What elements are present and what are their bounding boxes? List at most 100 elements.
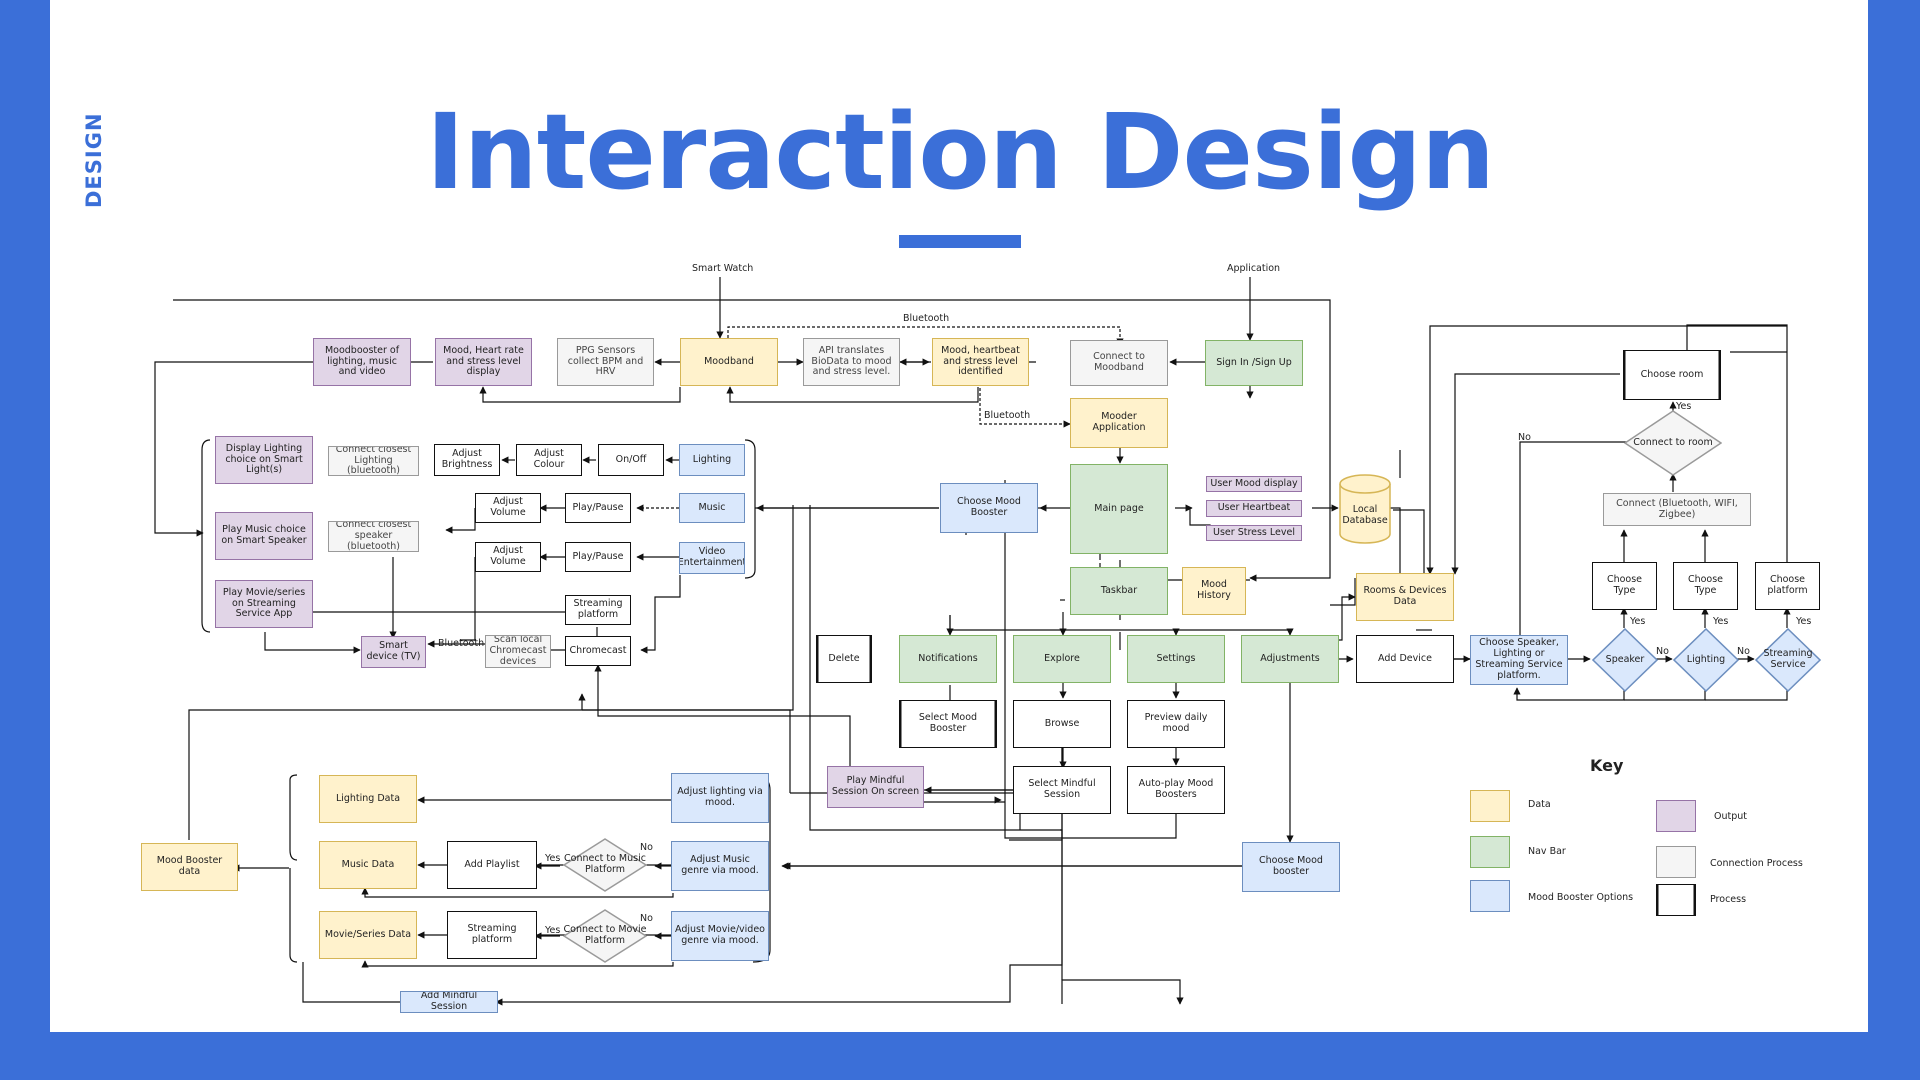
edge-label-no-movie: No [640,913,653,924]
node-adjust-colour: Adjust Colour [516,444,582,476]
node-streaming-service: Streaming Service [1763,648,1813,670]
decision-connect-music-platform [563,838,647,892]
key-label-data: Data [1528,799,1551,810]
node-sign-in: Sign In /Sign Up [1205,340,1303,386]
edge-label-bluetooth-top: Bluetooth [903,313,950,324]
node-mood-identified: Mood, heartbeat and stress level identif… [932,338,1029,386]
node-play-pause-2: Play/Pause [565,542,631,572]
key-title: Key [1590,756,1624,775]
node-speaker: Speaker [1605,653,1645,665]
node-video-entertainment: Video Entertainment [679,542,745,574]
node-play-pause-1: Play/Pause [565,493,631,523]
key-label-nav-bar: Nav Bar [1528,846,1566,857]
node-add-device: Add Device [1356,635,1454,683]
node-rooms-devices-data: Rooms & Devices Data [1356,573,1454,621]
node-autoplay-mood-boosters: Auto-play Mood Boosters [1127,766,1225,814]
node-browse: Browse [1013,700,1111,748]
node-explore: Explore [1013,635,1111,683]
node-select-mindful-session: Select Mindful Session [1013,766,1111,814]
decision-connect-movie-platform [563,909,647,963]
edge-label-yes-movie: Yes [545,925,561,936]
node-choose-speaker-etc: Choose Speaker, Lighting or Streaming Se… [1470,635,1568,685]
node-lighting: Lighting [679,444,745,476]
node-connect-lighting: Connect closest Lighting (bluetooth) [328,446,419,476]
key-label-output: Output [1714,811,1747,822]
node-lighting-decision: Lighting [1686,653,1726,665]
node-adjust-brightness: Adjust Brightness [434,444,500,476]
key-label-connection-process: Connection Process [1710,858,1803,869]
node-preview-daily-mood: Preview daily mood [1127,700,1225,748]
header-smart-watch: Smart Watch [692,263,754,274]
node-mood-display: Mood, Heart rate and stress level displa… [435,338,532,386]
node-adjust-volume-1: Adjust Volume [475,493,541,523]
node-connect-room: Connect to room [1633,436,1713,448]
node-connect-wifi: Connect (Bluetooth, WIFI, Zigbee) [1603,493,1751,526]
node-streaming-platform-2: Streaming platform [447,911,537,959]
node-music-data: Music Data [319,841,417,889]
node-connect-moodband: Connect to Moodband [1070,340,1168,386]
local-database-cylinder [1339,474,1391,544]
node-choose-platform: Choose platform [1755,562,1820,610]
edge-label-yes-room: Yes [1676,401,1692,412]
key-swatch-process [1656,884,1696,916]
node-user-heartbeat: User Heartbeat [1206,500,1302,517]
header-application: Application [1227,263,1281,274]
decision-streaming-service [1755,628,1821,692]
node-settings: Settings [1127,635,1225,683]
node-play-music: Play Music choice on Smart Speaker [215,512,313,560]
node-movie-series-data: Movie/Series Data [319,911,417,959]
node-choose-type-1: Choose Type [1592,562,1657,610]
node-moodbooster-output: Moodbooster of lighting, music and video [313,338,411,386]
node-add-mindful-session: Add Mindful Session [400,991,498,1013]
node-music: Music [679,493,745,523]
node-connect-movie-platform: Connect to Movie Platform [563,924,647,946]
edge-label-bluetooth-tv: Bluetooth [438,638,485,649]
decision-lighting [1673,628,1739,692]
node-connect-speaker: Connect closest speaker (bluetooth) [328,521,419,552]
decision-speaker [1592,628,1658,692]
edge-label-yes-type1: Yes [1630,616,1646,627]
node-taskbar: Taskbar [1070,567,1168,615]
node-main-page: Main page [1070,464,1168,554]
node-api-translates: API translates BioData to mood and stres… [803,338,900,386]
node-adjust-music-genre: Adjust Music genre via mood. [671,841,769,891]
edge-label-no-1: No [1656,646,1669,657]
key-swatch-output [1656,800,1696,832]
node-choose-mood-booster-2: Choose Mood booster [1242,842,1340,892]
node-scan-chromecast: Scan local Chromecast devices [485,635,551,668]
node-lighting-data: Lighting Data [319,775,417,823]
key-label-process: Process [1710,894,1747,905]
edge-label-no-playlist: No [640,842,653,853]
node-user-stress: User Stress Level [1206,525,1302,541]
node-smart-device-tv: Smart device (TV) [361,636,426,668]
node-connect-music-platform: Connect to Music Platform [564,853,646,875]
node-local-database: Local Database [1342,504,1388,526]
node-mood-booster-data: Mood Booster data [141,843,238,891]
node-choose-type-2: Choose Type [1673,562,1738,610]
node-moodband: Moodband [680,338,778,386]
node-user-mood-display: User Mood display [1206,476,1302,492]
decision-connect-room [1624,410,1722,476]
node-mood-history: Mood History [1182,567,1246,615]
node-choose-mood-booster: Choose Mood Booster [940,483,1038,533]
node-notifications: Notifications [899,635,997,683]
key-label-mood-booster-options: Mood Booster Options [1528,892,1634,903]
node-display-lighting: Display Lighting choice on Smart Light(s… [215,436,313,484]
edge-label-no-main: No [1518,432,1531,443]
page-title: Interaction Design [425,91,1495,213]
node-chromecast: Chromecast [565,636,631,666]
node-select-mood-booster: Select Mood Booster [899,700,997,748]
edge-label-yes-type3: Yes [1796,616,1812,627]
node-play-movie: Play Movie/series on Streaming Service A… [215,580,313,628]
node-mooder-app: Mooder Application [1070,398,1168,448]
node-adjust-volume-2: Adjust Volume [475,542,541,572]
node-delete: Delete [816,635,872,683]
key-swatch-nav-bar [1470,836,1510,868]
node-streaming-platform-1: Streaming platform [565,595,631,625]
key-swatch-data [1470,790,1510,822]
node-add-playlist: Add Playlist [447,841,537,889]
edge-label-bluetooth-mid: Bluetooth [984,410,1031,421]
node-on-off: On/Off [598,444,664,476]
node-ppg-sensors: PPG Sensors collect BPM and HRV [557,338,654,386]
node-play-mindful-session: Play Mindful Session On screen [827,766,924,808]
